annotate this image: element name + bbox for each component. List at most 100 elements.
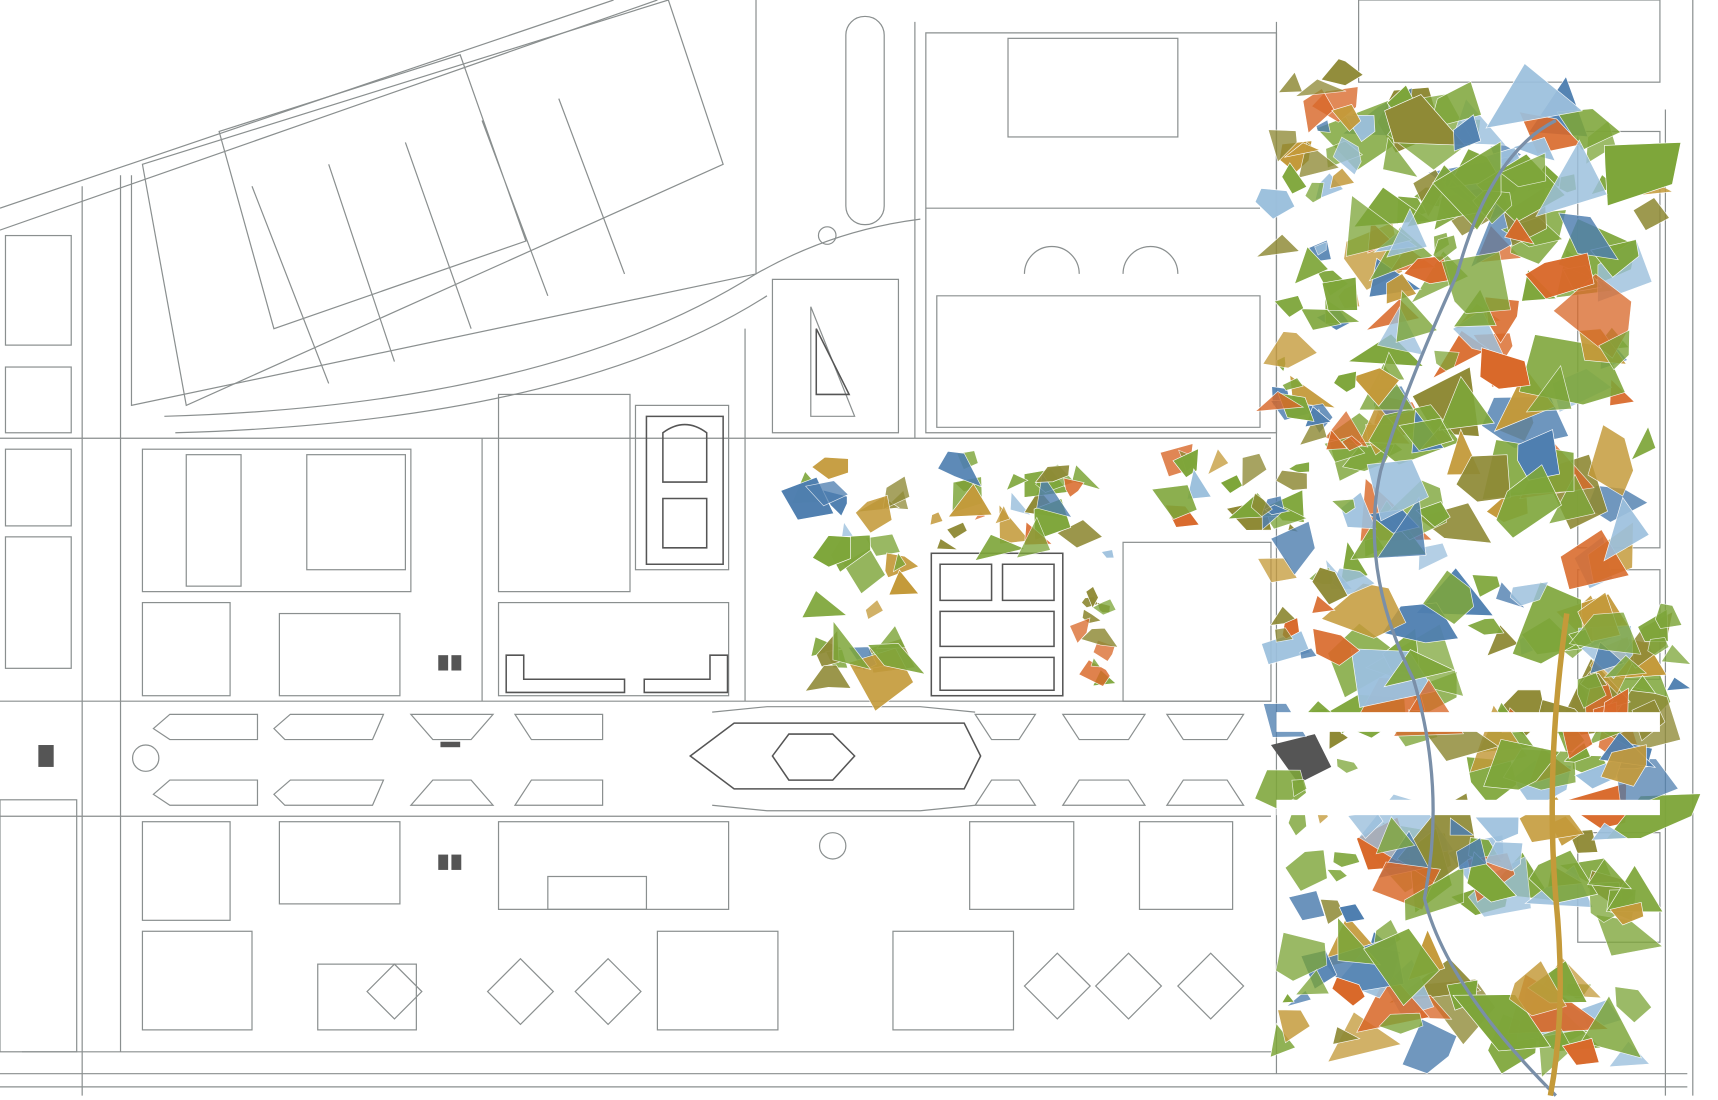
collage-patch	[1479, 347, 1531, 390]
central-patch	[936, 538, 960, 551]
collage-patch	[1580, 995, 1643, 1059]
central-patch	[805, 480, 849, 507]
central-patch	[994, 504, 1011, 525]
collage-patch	[1509, 960, 1567, 1017]
collage-patch-edge	[1333, 370, 1357, 393]
collage-patch	[1404, 865, 1465, 922]
collage-patch	[1587, 858, 1633, 890]
collage-patch	[1495, 464, 1562, 539]
central-patch	[929, 511, 944, 526]
collage-patch	[1525, 364, 1573, 413]
central-patch	[1056, 519, 1104, 549]
park-crossings	[1276, 712, 1660, 816]
collage-patch-edge	[1273, 295, 1305, 318]
collage-patch-edge	[1320, 58, 1364, 86]
collage-patch-edge	[1277, 1009, 1311, 1044]
collage-patch	[1375, 816, 1416, 855]
collage-patch	[1384, 94, 1466, 146]
central-patch	[892, 551, 907, 573]
collage-patch	[1386, 207, 1428, 258]
collage-patch-edge	[1284, 142, 1322, 158]
collage-patch-edge	[1288, 890, 1326, 921]
collage-patch	[1378, 1012, 1424, 1035]
collage-patch-edge	[1325, 429, 1348, 450]
central-patch	[1100, 549, 1115, 559]
central-patch	[865, 599, 884, 620]
collage-patch	[1449, 817, 1475, 836]
dark-markers	[38, 655, 1332, 870]
collage-patch-edge	[1332, 851, 1361, 868]
collage-patch	[1548, 473, 1596, 525]
collage-patch	[1558, 212, 1619, 261]
collage-patch	[1630, 674, 1657, 694]
collage-patch-edge	[1281, 162, 1308, 195]
collage-patch	[1535, 139, 1608, 217]
collage-patch-edge	[1274, 627, 1294, 643]
collage-patch	[1403, 255, 1451, 284]
collage-patch-edge	[1326, 869, 1349, 883]
collage-patch	[1600, 744, 1647, 787]
collage-patch-edge	[1294, 78, 1347, 97]
collage-patch	[1598, 329, 1630, 371]
collage-patch-edge	[1294, 969, 1330, 996]
left-blocks	[0, 234, 730, 1053]
collage-patch	[1386, 273, 1418, 305]
collage-patch	[1603, 496, 1650, 562]
collage-patch	[1561, 1037, 1600, 1066]
collage-patch-edge	[1336, 757, 1359, 774]
collage-patch-edge	[1319, 898, 1345, 925]
central-patch	[801, 590, 848, 619]
collage-patch	[1509, 581, 1550, 607]
collage-patch-edge	[1302, 88, 1335, 134]
collage-patch	[1528, 849, 1599, 904]
collage-patch-edge	[1341, 435, 1363, 452]
crossing-south	[1276, 799, 1660, 816]
central-patch	[1151, 484, 1198, 520]
park-collage-strip	[1254, 58, 1702, 1079]
collage-patch-edge	[1329, 167, 1356, 189]
collage-patch-edge	[1277, 71, 1303, 93]
central-patch	[1090, 656, 1101, 668]
collage-patch	[1455, 454, 1511, 503]
central-patch	[1241, 453, 1268, 488]
crossing-north	[1276, 712, 1660, 732]
central-patch	[882, 475, 911, 511]
central-patch	[947, 483, 993, 518]
collage-patch	[1484, 841, 1524, 872]
collage-patch	[1647, 637, 1670, 657]
central-patch	[1091, 598, 1117, 616]
collage-patch	[1337, 916, 1382, 966]
collage-patch-edge	[1331, 976, 1366, 1007]
collage-patch-edge	[1275, 931, 1328, 982]
central-patch	[1186, 468, 1212, 500]
collage-patch	[1485, 63, 1584, 129]
collage-patch	[1455, 837, 1488, 871]
collage-patch	[1401, 1018, 1458, 1074]
collage-patch	[1660, 643, 1692, 665]
central-patch	[888, 569, 920, 596]
central-patch	[1036, 472, 1073, 519]
central-patch	[1172, 448, 1199, 479]
collage-patch-edge	[1262, 331, 1318, 369]
central-collage-patches	[780, 443, 1291, 712]
central-patch	[974, 534, 1026, 562]
collage-patch-edge	[1321, 276, 1358, 311]
central-patch	[1078, 659, 1111, 687]
large-blocks	[366, 0, 1661, 1031]
collage-patch-edge	[1332, 136, 1362, 176]
collage-patch-edge	[1267, 129, 1298, 163]
collage-patch	[1504, 217, 1535, 245]
collage-patch	[1453, 114, 1482, 152]
collage-patch-edge	[1254, 188, 1296, 220]
central-patch	[1080, 627, 1119, 648]
collage-patch-edge	[1270, 520, 1316, 576]
diagonal-block	[141, 0, 724, 407]
collage-patch	[1604, 142, 1682, 207]
collage-patch	[1422, 569, 1475, 625]
central-patch	[1069, 617, 1091, 644]
l-building	[505, 654, 729, 694]
collage-patch	[1395, 289, 1438, 343]
collage-patch	[1474, 816, 1520, 844]
